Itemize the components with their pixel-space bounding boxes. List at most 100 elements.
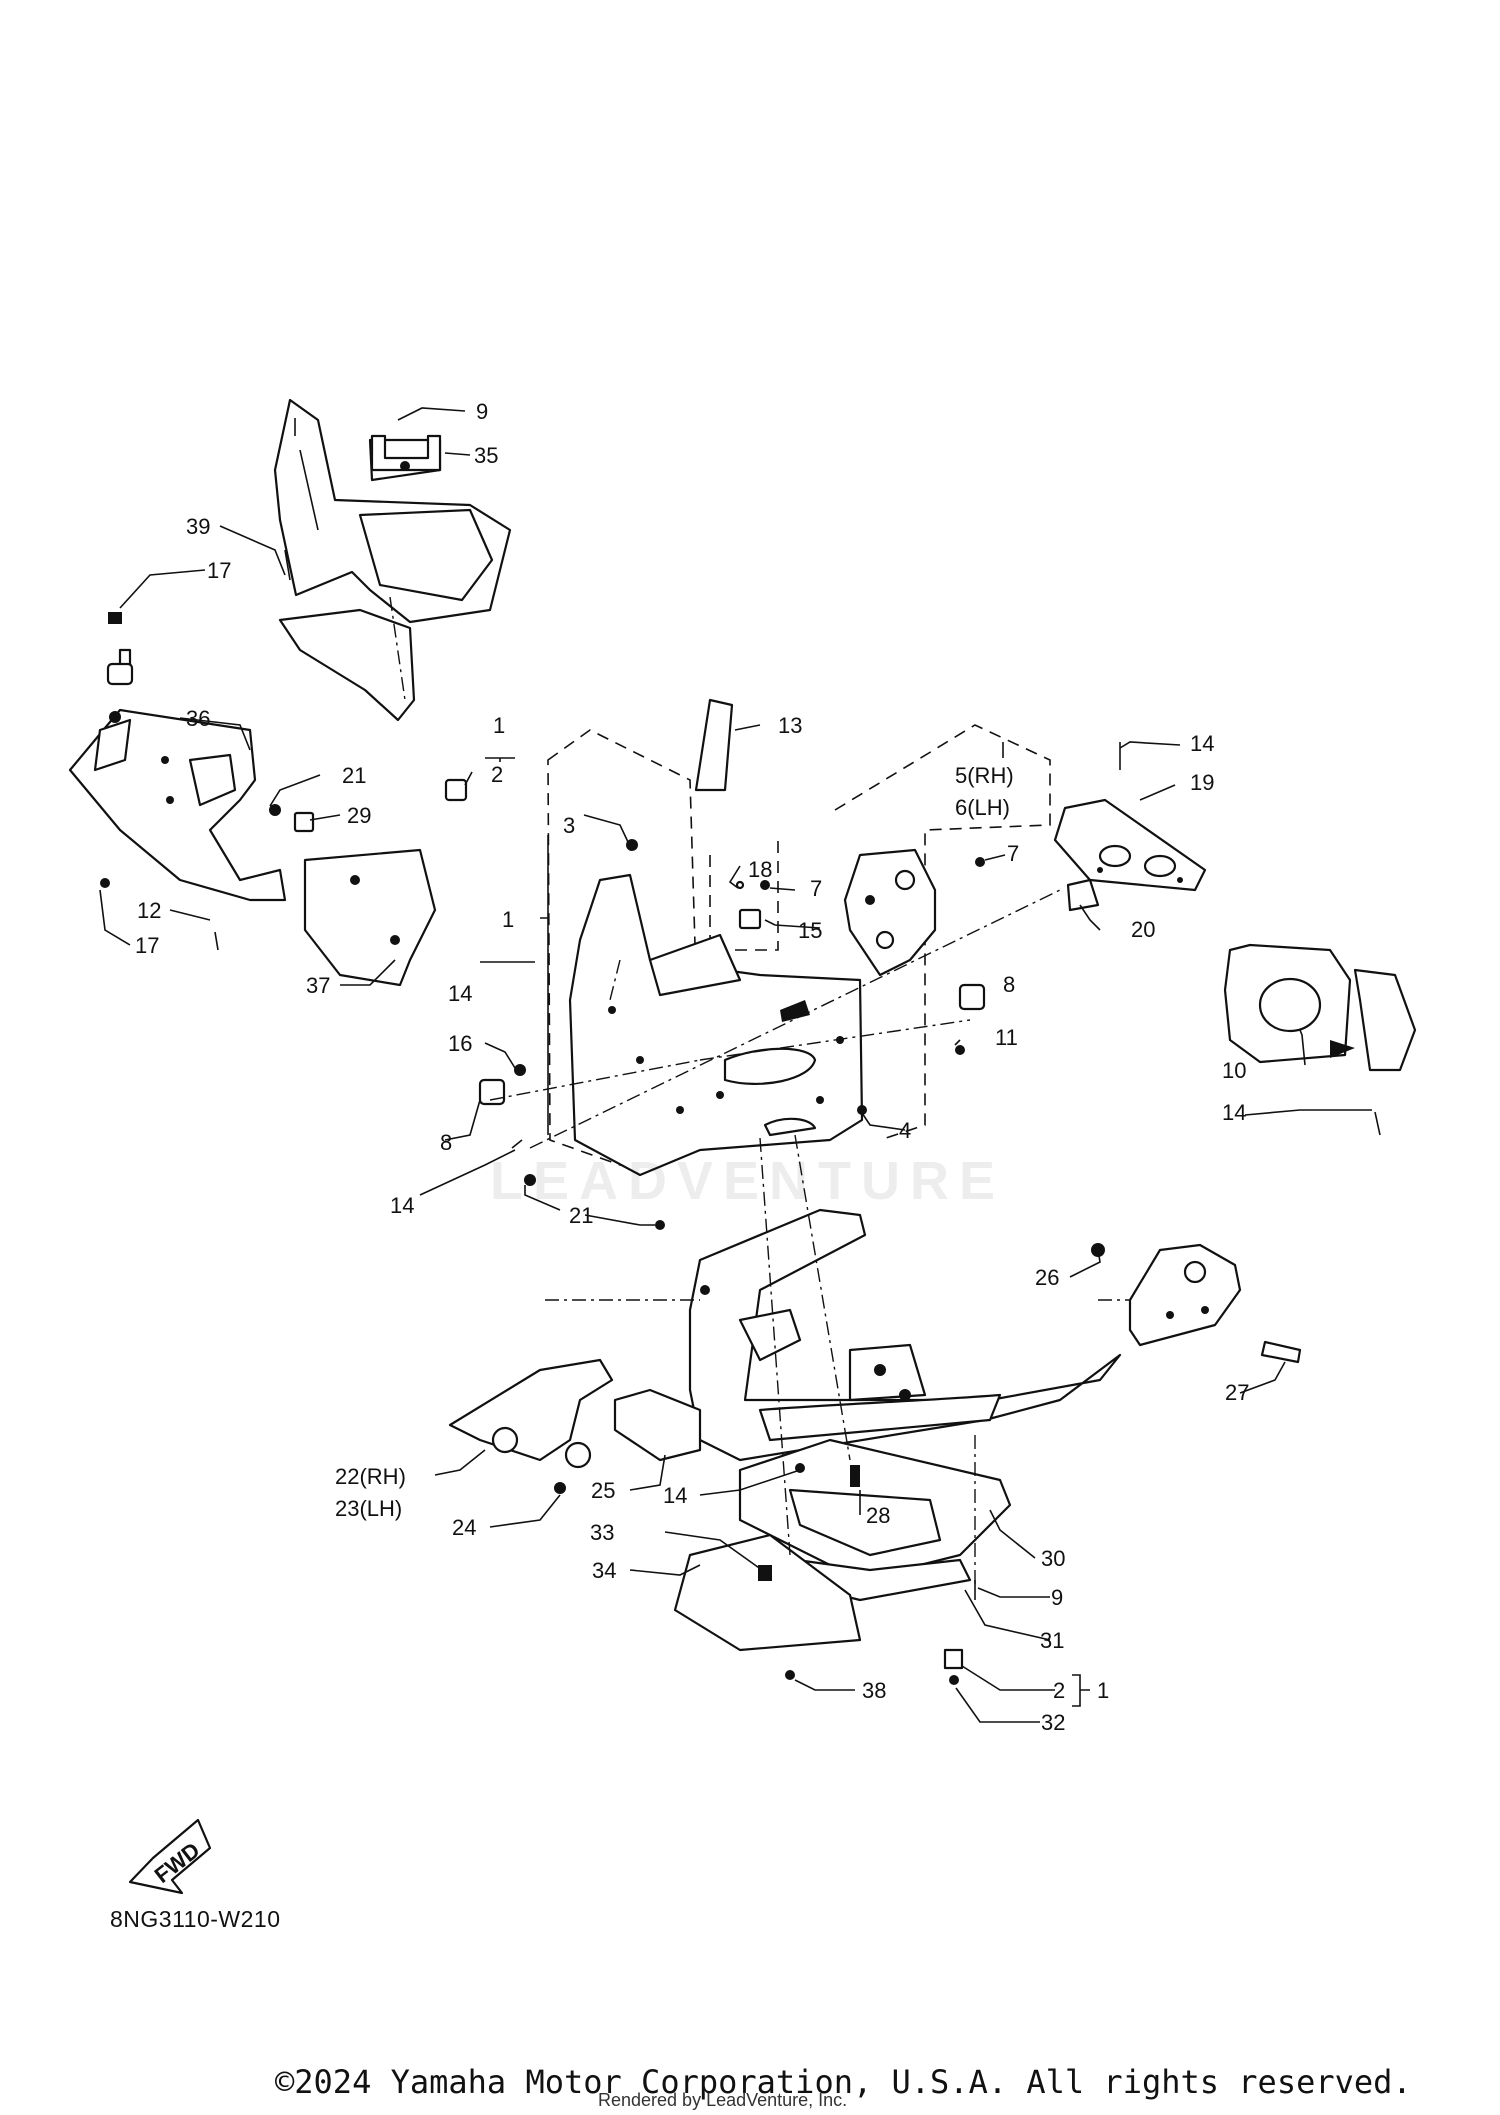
callout-35: 35	[474, 443, 498, 468]
callout-39: 39	[186, 514, 210, 539]
rivet-14-right	[1374, 1111, 1381, 1136]
callout-10: 10	[1222, 1058, 1246, 1083]
callout-12: 12	[137, 898, 161, 923]
callout-24: 24	[452, 1515, 476, 1540]
callout-labels: 9 35 39 17 36 21 29 12 17 37 1 2 13 3 1 …	[135, 399, 1249, 1735]
callout-4: 4	[899, 1118, 911, 1143]
clip-part-15	[738, 908, 762, 930]
callout-5-rh: 5(RH)	[955, 763, 1014, 788]
rear-bracket-part	[1091, 1243, 1302, 1364]
rivet-18	[735, 880, 745, 890]
nut-24	[554, 1482, 566, 1494]
strip-part-13	[694, 698, 734, 792]
frame-part	[688, 1208, 1122, 1462]
skid-plate-part-30	[738, 1438, 1012, 1582]
callout-29: 29	[347, 803, 371, 828]
small-fasteners	[100, 418, 1381, 1230]
callout-16: 16	[448, 1031, 472, 1056]
arm-part-22-23	[448, 1358, 614, 1494]
callout-15: 15	[798, 918, 822, 943]
callout-1-bottom: 1	[1097, 1678, 1109, 1703]
callout-14-left: 14	[448, 981, 472, 1006]
callout-1-left: 1	[502, 907, 514, 932]
callout-34: 34	[592, 1558, 616, 1583]
callout-30: 30	[1041, 1546, 1065, 1571]
rivet-14-lower	[511, 1139, 523, 1149]
screw-21-bottom	[524, 1174, 536, 1186]
callout-38: 38	[862, 1678, 886, 1703]
bolt-17-top	[108, 612, 122, 624]
callout-9-bottom: 9	[1051, 1585, 1063, 1610]
callout-17-top: 17	[207, 558, 231, 583]
leader-lines	[99, 407, 1372, 1723]
callout-14-skid: 14	[663, 1483, 687, 1508]
callout-2-bottom: 2	[1053, 1678, 1065, 1703]
fwd-arrow-icon: FWD	[128, 1818, 212, 1895]
bracket-part-35	[370, 434, 442, 472]
watermark-text: LEADVENTURE	[490, 1151, 1006, 1211]
callout-25: 25	[591, 1478, 615, 1503]
diagram-code: 8NG3110-W210	[110, 1906, 281, 1932]
callout-9-top: 9	[476, 399, 488, 424]
group-bracket-1-2-top	[485, 757, 515, 762]
callout-32: 32	[1041, 1710, 1065, 1735]
clip-part-8-left	[478, 1078, 506, 1106]
callout-20: 20	[1131, 917, 1155, 942]
callout-8-left: 8	[440, 1130, 452, 1155]
callout-18: 18	[748, 857, 772, 882]
callout-23-lh: 23(LH)	[335, 1496, 402, 1521]
screw-21-lower	[655, 1220, 665, 1230]
callout-21-lower: 21	[569, 1203, 593, 1228]
upper-cover-part	[273, 398, 512, 722]
callout-2-top: 2	[491, 762, 503, 787]
callout-8-right: 8	[1003, 972, 1015, 997]
rivet-12	[214, 931, 219, 951]
callout-36: 36	[186, 706, 210, 731]
screw-16	[514, 1064, 526, 1076]
bracket-part-36	[68, 648, 287, 902]
screw-7-right	[975, 857, 985, 867]
clip-part-33	[758, 1565, 772, 1581]
clip-part-2-top	[444, 778, 468, 802]
bolt-28	[850, 1465, 860, 1487]
callout-14-lower: 14	[390, 1193, 414, 1218]
callout-11: 11	[995, 1025, 1018, 1050]
callout-19: 19	[1190, 770, 1214, 795]
rendered-by-notice: Rendered by LeadVenture, Inc.	[598, 2090, 848, 2110]
callout-26: 26	[1035, 1265, 1059, 1290]
screw-21-top	[269, 804, 281, 816]
group-bracket-1-left	[540, 835, 549, 1135]
group-outline-2	[709, 840, 779, 951]
hinge-part-5-6	[843, 848, 937, 977]
callout-31: 31	[1040, 1628, 1064, 1653]
group-outline-3	[834, 724, 1051, 1141]
screw-4	[857, 1105, 867, 1115]
callout-14-top-right: 14	[1190, 731, 1214, 756]
screw-38	[785, 1670, 795, 1680]
screw-11	[955, 1045, 965, 1055]
callout-37: 37	[306, 973, 330, 998]
skid-plate-part-34	[673, 1533, 862, 1680]
group-outline-1	[547, 729, 701, 1166]
cover-part-25	[613, 1388, 702, 1462]
cover-part-37	[303, 848, 437, 987]
front-panel-part-1	[568, 873, 864, 1177]
callout-22-rh: 22(RH)	[335, 1464, 406, 1489]
clip-part-8-right	[958, 983, 986, 1011]
clip-part-2-bottom	[943, 1648, 964, 1670]
callout-21-left: 21	[342, 763, 366, 788]
callout-7-left: 7	[810, 876, 822, 901]
clip-part-29	[293, 811, 315, 833]
callout-14-right: 14	[1222, 1100, 1246, 1125]
callout-7-right: 7	[1007, 841, 1019, 866]
copyright-notice: ©2024 Yamaha Motor Corporation, U.S.A. A…	[275, 2063, 1412, 2101]
plate-part-19	[1053, 798, 1207, 892]
callout-27: 27	[1225, 1380, 1249, 1405]
guide-lines	[389, 596, 1130, 1585]
clip-part-20	[1066, 878, 1100, 912]
callout-13: 13	[778, 713, 802, 738]
group-bracket-2-1-bottom	[1072, 1674, 1090, 1707]
callout-3: 3	[563, 813, 575, 838]
screw-7-left	[760, 880, 770, 890]
